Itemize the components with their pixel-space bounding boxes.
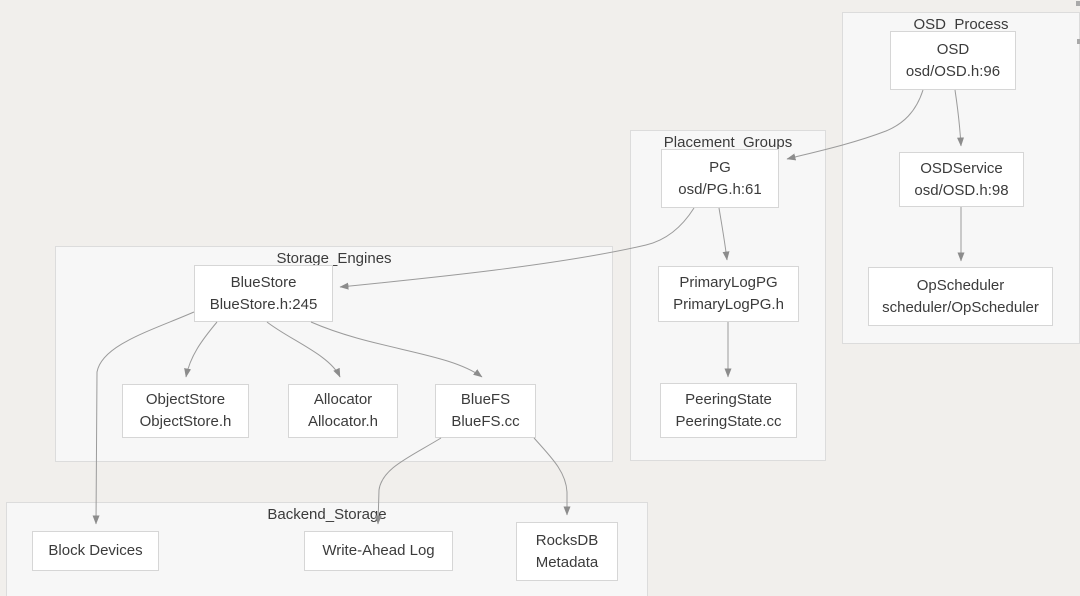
node-rocksdb-title: RocksDB bbox=[535, 531, 599, 549]
node-osd[interactable]: OSD osd/OSD.h:96 bbox=[890, 31, 1016, 90]
node-osdservice[interactable]: OSDService osd/OSD.h:98 bbox=[899, 152, 1024, 207]
node-pg[interactable]: PG osd/PG.h:61 bbox=[661, 149, 779, 208]
node-peeringstate[interactable]: PeeringState PeeringState.cc bbox=[660, 383, 797, 438]
node-primarylogpg-path: PrimaryLogPG.h bbox=[673, 296, 784, 313]
node-osd-path: osd/OSD.h:96 bbox=[905, 62, 1001, 80]
node-allocator-title: Allocator bbox=[313, 391, 373, 408]
node-rocksdb[interactable]: RocksDB Metadata bbox=[516, 522, 618, 581]
node-peeringstate-path: PeeringState.cc bbox=[675, 412, 782, 430]
cluster-backend-storage-label: Backend_Storage bbox=[267, 506, 387, 523]
node-opscheduler-path: scheduler/OpScheduler bbox=[882, 298, 1039, 316]
node-opscheduler[interactable]: OpScheduler scheduler/OpScheduler bbox=[868, 267, 1053, 326]
node-bluestore-title: BlueStore bbox=[230, 273, 297, 291]
node-bluefs-title: BlueFS bbox=[460, 391, 511, 408]
node-osdservice-path: osd/OSD.h:98 bbox=[914, 181, 1009, 199]
node-allocator-path: Allocator.h bbox=[307, 413, 379, 430]
node-pg-path: osd/PG.h:61 bbox=[678, 180, 762, 198]
cluster-placement-groups-label: Placement_Groups bbox=[663, 134, 793, 151]
node-bluestore[interactable]: BlueStore BlueStore.h:245 bbox=[194, 265, 333, 322]
node-bluefs-path: BlueFS.cc bbox=[451, 413, 520, 430]
node-write-ahead-log-title: Write-Ahead Log bbox=[322, 542, 435, 559]
node-objectstore-path: ObjectStore.h bbox=[139, 413, 232, 430]
node-allocator[interactable]: Allocator Allocator.h bbox=[288, 384, 398, 438]
node-primarylogpg[interactable]: PrimaryLogPG PrimaryLogPG.h bbox=[658, 266, 799, 322]
node-primarylogpg-title: PrimaryLogPG bbox=[679, 274, 778, 291]
node-peeringstate-title: PeeringState bbox=[685, 390, 772, 408]
node-rocksdb-path: Metadata bbox=[535, 553, 599, 571]
node-opscheduler-title: OpScheduler bbox=[916, 276, 1005, 294]
node-pg-title: PG bbox=[709, 158, 731, 176]
scrollbar-thumb[interactable] bbox=[1076, 1, 1080, 6]
node-objectstore[interactable]: ObjectStore ObjectStore.h bbox=[122, 384, 249, 438]
cluster-storage-engines-label: Storage_Engines bbox=[276, 250, 392, 267]
cluster-osd-process-label: OSD_Process bbox=[913, 16, 1009, 33]
node-block-devices[interactable]: Block Devices bbox=[32, 531, 159, 571]
node-osdservice-title: OSDService bbox=[920, 159, 1003, 177]
node-bluefs[interactable]: BlueFS BlueFS.cc bbox=[435, 384, 536, 438]
scrollbar-mark[interactable] bbox=[1077, 39, 1080, 44]
node-bluestore-path: BlueStore.h:245 bbox=[209, 295, 318, 313]
node-osd-title: OSD bbox=[936, 40, 970, 58]
node-block-devices-title: Block Devices bbox=[48, 542, 143, 559]
node-objectstore-title: ObjectStore bbox=[145, 391, 226, 408]
node-write-ahead-log[interactable]: Write-Ahead Log bbox=[304, 531, 453, 571]
